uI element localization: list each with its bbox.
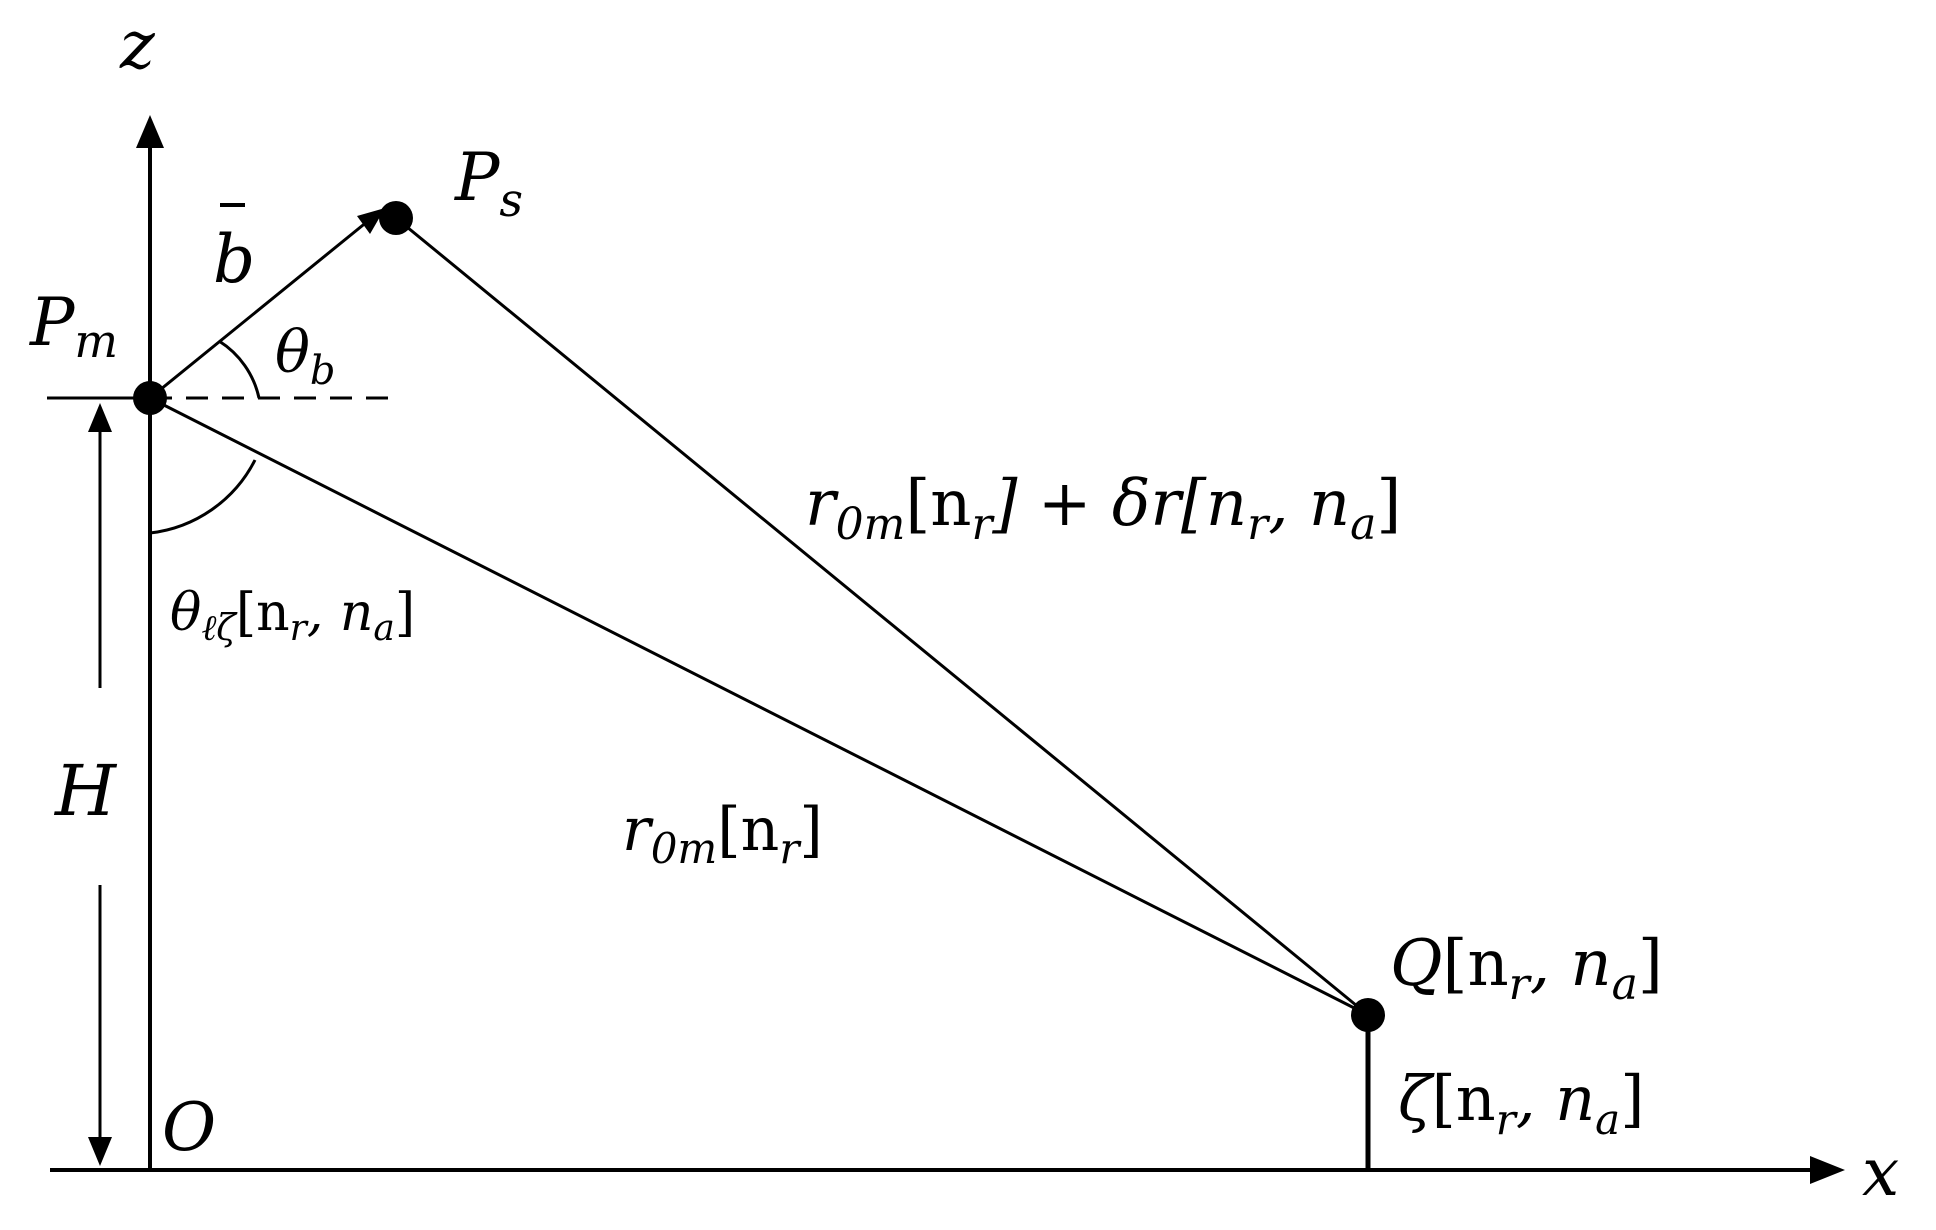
height-arrowhead-top xyxy=(88,403,112,432)
zeta-label: ζ[nr, na] xyxy=(1398,1062,1644,1144)
point-pm xyxy=(133,381,167,415)
height-arrowhead-bottom xyxy=(88,1137,112,1166)
q-label: Q[nr, na] xyxy=(1390,927,1663,1010)
theta-lzeta-arc xyxy=(149,459,257,535)
svg-text:b: b xyxy=(213,221,255,298)
point-ps xyxy=(379,201,413,235)
origin-label: O xyxy=(162,1089,216,1166)
z-axis-label: z xyxy=(119,7,156,84)
theta-b-arc xyxy=(218,339,261,399)
ps-label: Ps xyxy=(454,139,523,227)
point-q xyxy=(1351,998,1385,1032)
r0m-label: r0m[nr] xyxy=(622,795,823,873)
z-axis-arrowhead xyxy=(136,115,164,148)
b-vector-label: b xyxy=(213,203,255,298)
baseline-vector xyxy=(149,219,369,400)
pm-label: Pm xyxy=(29,284,118,368)
theta-b-label: θb xyxy=(275,318,336,394)
x-axis-arrowhead xyxy=(1810,1156,1845,1184)
slave-range-line xyxy=(395,216,1369,1017)
r0m-delta-label: r0m[nr] + δr[nr, na] xyxy=(805,467,1401,550)
master-range-line xyxy=(149,396,1369,1017)
baseline-vector-arrowhead xyxy=(357,208,385,234)
x-axis-label: x xyxy=(1862,1134,1899,1211)
height-label: H xyxy=(53,750,118,832)
theta-lzeta-label: θℓζ[nr, na] xyxy=(170,583,415,649)
